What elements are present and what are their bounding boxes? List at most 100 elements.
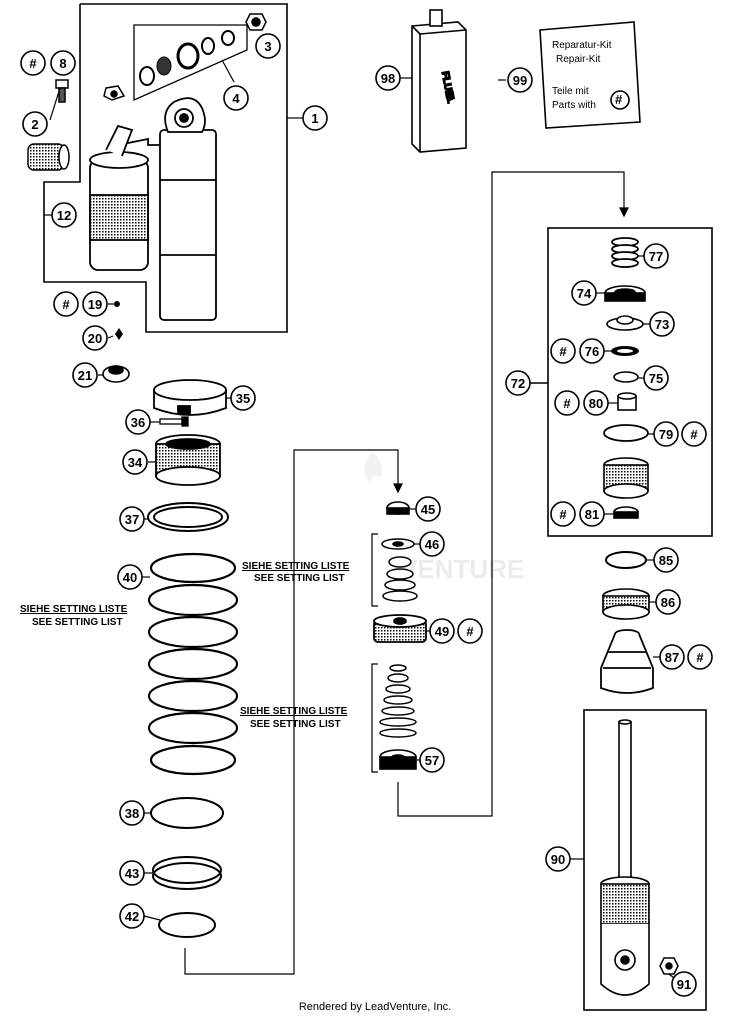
callout-36: 36 [125, 409, 151, 435]
callout-87-hash: # [687, 644, 713, 670]
callout-21: 21 [72, 362, 98, 388]
note-lower-en: SEE SETTING LIST [250, 719, 341, 730]
callout-19: 19 [82, 291, 108, 317]
repair-kit-box: Reparatur-Kit Repair-Kit Teile mit Parts… [539, 21, 641, 129]
svg-text:#: # [559, 344, 567, 359]
part-57-washer [379, 749, 417, 770]
part-43-ring [152, 856, 222, 890]
svg-text:98: 98 [381, 71, 395, 86]
valve-housing [603, 457, 649, 499]
part-77-spring [611, 237, 639, 268]
callout-86: 86 [655, 589, 681, 615]
part-8-screw [55, 79, 69, 103]
svg-text:45: 45 [421, 502, 435, 517]
callout-42: 42 [119, 903, 145, 929]
callout-57: 57 [419, 747, 445, 773]
svg-text:76: 76 [585, 344, 599, 359]
callout-43: 43 [119, 860, 145, 886]
callout-45: 45 [415, 496, 441, 522]
footer-credit: Rendered by LeadVenture, Inc. [299, 1001, 451, 1013]
svg-text:91: 91 [677, 977, 691, 992]
note-lower-de: SIEHE SETTING LISTE [240, 706, 348, 717]
svg-text:1: 1 [311, 111, 318, 126]
svg-text:12: 12 [57, 208, 71, 223]
callout-46: 46 [419, 531, 445, 557]
callout-8-hash: # [20, 50, 46, 76]
svg-text:99: 99 [513, 73, 527, 88]
part-washer-small [103, 85, 126, 101]
part-75-ring [613, 371, 639, 383]
part-86-seal-head [602, 588, 650, 620]
callout-35: 35 [230, 385, 256, 411]
svg-text:46: 46 [425, 537, 439, 552]
svg-text:74: 74 [577, 286, 592, 301]
callout-3: 3 [255, 33, 281, 59]
callout-37: 37 [119, 506, 145, 532]
piston-rod-group-frame [583, 709, 707, 1011]
part-34-adjusting-ring [155, 434, 221, 486]
callout-34: 34 [122, 449, 148, 475]
repair-kit-line-3: Teile mit [552, 86, 589, 97]
svg-text:35: 35 [236, 391, 250, 406]
svg-text:37: 37 [125, 512, 139, 527]
callout-76: 76 [579, 338, 605, 364]
callout-81: 81 [579, 501, 605, 527]
callout-20: 20 [82, 325, 108, 351]
part-42-ring [158, 912, 216, 938]
svg-text:19: 19 [88, 297, 102, 312]
svg-text:#: # [696, 650, 704, 665]
part-2-adjuster [27, 143, 70, 171]
part-74-cap [604, 285, 646, 302]
fluid-volume: 5L [443, 91, 456, 104]
svg-text:90: 90 [551, 852, 565, 867]
svg-text:40: 40 [123, 570, 137, 585]
svg-text:#: # [29, 56, 37, 71]
seal-set-box [133, 24, 248, 101]
note-upper-en: SEE SETTING LIST [254, 573, 345, 584]
watermark-text: VENTURE [400, 554, 524, 584]
repair-kit-symbol: # [615, 92, 623, 107]
svg-text:87: 87 [665, 650, 679, 665]
callout-2: 2 [22, 111, 48, 137]
callout-19-hash: # [53, 291, 79, 317]
part-87-bump-rubber [600, 629, 654, 694]
callout-72: 72 [505, 370, 531, 396]
svg-text:2: 2 [31, 117, 38, 132]
repair-kit-line-1: Reparatur-Kit [552, 40, 612, 51]
shim-stack-upper [381, 538, 418, 602]
callout-91: 91 [671, 971, 697, 997]
shock-absorber-group-frame [43, 3, 288, 333]
note-left-de: SIEHE SETTING LISTE [20, 604, 128, 615]
part-90-piston-rod [600, 719, 650, 996]
svg-text:81: 81 [585, 507, 599, 522]
callout-38: 38 [119, 800, 145, 826]
svg-text:#: # [559, 507, 567, 522]
svg-text:75: 75 [649, 371, 663, 386]
svg-text:85: 85 [659, 553, 673, 568]
callout-1: 1 [302, 105, 328, 131]
part-45-nut [386, 501, 410, 515]
svg-text:34: 34 [128, 455, 143, 470]
svg-text:3: 3 [264, 39, 271, 54]
part-19-ball [114, 301, 120, 307]
callout-74: 74 [571, 280, 597, 306]
setting-list-bracket-lines [184, 171, 629, 975]
svg-text:42: 42 [125, 909, 139, 924]
svg-text:38: 38 [125, 806, 139, 821]
svg-text:4: 4 [232, 91, 240, 106]
callout-79: 79 [653, 421, 679, 447]
svg-text:72: 72 [511, 376, 525, 391]
damper-body [117, 97, 217, 321]
callout-49-hash: # [457, 618, 483, 644]
repair-kit-line-4: Parts with [552, 100, 596, 111]
part-49-piston [373, 614, 427, 643]
svg-text:8: 8 [59, 56, 66, 71]
callout-73: 73 [649, 311, 675, 337]
part-38-ring [150, 797, 224, 829]
setting-notes: SIEHE SETTING LISTE SEE SETTING LIST SIE… [20, 561, 350, 730]
svg-text:49: 49 [435, 624, 449, 639]
callout-99: 99 [507, 67, 533, 93]
svg-text:80: 80 [589, 396, 603, 411]
